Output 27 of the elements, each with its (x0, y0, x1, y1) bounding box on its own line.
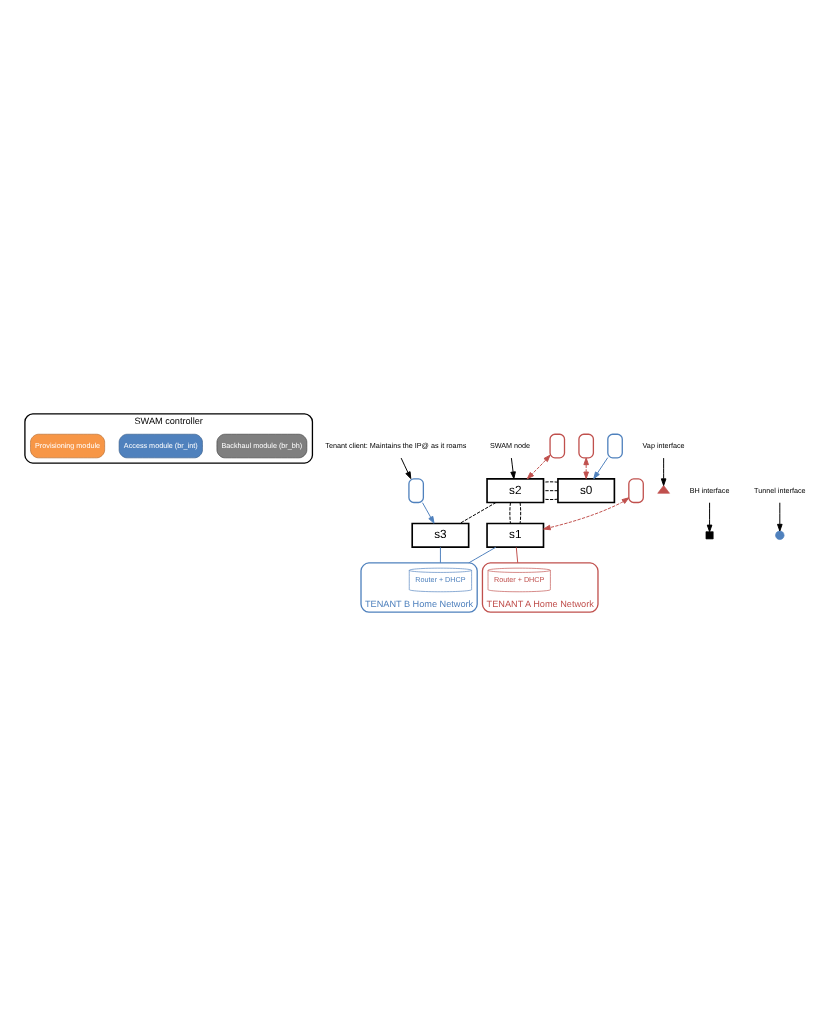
connector (543, 489, 559, 491)
node-circle (775, 529, 785, 539)
arrow (510, 456, 516, 479)
node-box (549, 432, 566, 458)
node-triangle (657, 484, 670, 493)
node-box (578, 432, 595, 458)
arrow (593, 456, 609, 479)
arrow (777, 501, 783, 531)
node-box (607, 432, 623, 458)
connector (439, 545, 441, 563)
arrow (400, 456, 412, 479)
arrow (583, 456, 589, 479)
arrow (660, 456, 667, 485)
node-box (408, 477, 425, 503)
connector (515, 545, 519, 563)
connector (468, 545, 497, 563)
connector (519, 501, 522, 523)
arrow (526, 453, 551, 479)
connector (459, 501, 497, 523)
arrow (543, 496, 630, 530)
node-box (628, 477, 644, 503)
node-box (705, 530, 714, 539)
connector (543, 497, 559, 500)
arrow (706, 501, 713, 532)
arrow (422, 501, 435, 523)
connector (543, 480, 559, 482)
connector (509, 501, 511, 523)
